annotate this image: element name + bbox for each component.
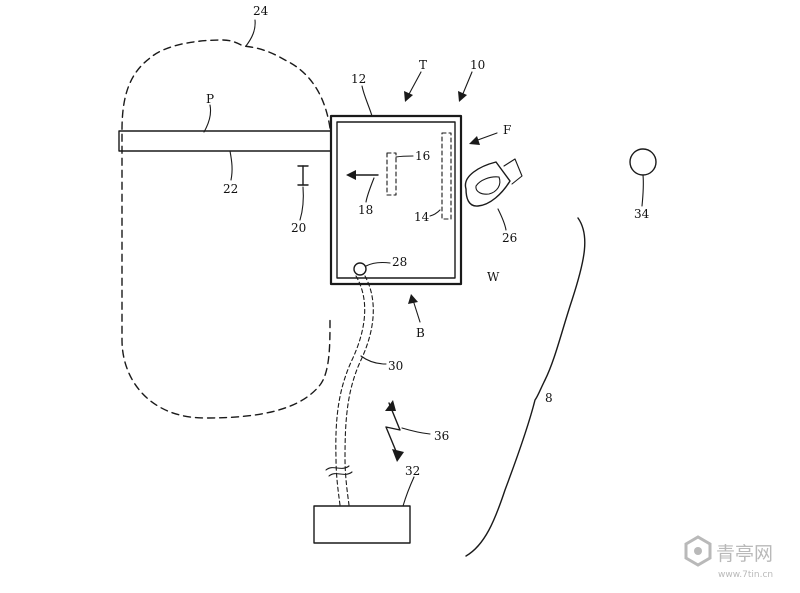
leader-18 <box>365 177 375 203</box>
cable-30-right <box>344 275 374 506</box>
leader-16 <box>395 155 414 158</box>
device-housing-12 <box>329 114 463 286</box>
component-16 <box>386 152 397 196</box>
label-34: 34 <box>634 207 650 221</box>
bracket-8 <box>465 217 586 557</box>
label-36: 36 <box>434 429 449 443</box>
label-28: 28 <box>392 255 407 269</box>
arrow-t-head <box>404 91 413 102</box>
leader-30 <box>360 355 387 365</box>
label-26: 26 <box>502 231 517 245</box>
label-30: 30 <box>388 359 403 373</box>
label-20: 20 <box>291 221 306 235</box>
cable-30-left <box>335 275 366 506</box>
arrow-18-head <box>346 170 356 180</box>
strap-band-22 <box>118 130 332 152</box>
leader-28 <box>365 261 391 267</box>
label-12: 12 <box>351 72 366 86</box>
box-32 <box>313 505 411 544</box>
leader-20 <box>299 186 304 221</box>
leader-26 <box>497 208 507 231</box>
label-10: 10 <box>470 58 485 72</box>
leader-32 <box>402 476 415 507</box>
label-8: 8 <box>545 391 553 405</box>
leader-22 <box>229 150 233 181</box>
leader-34 <box>641 174 644 207</box>
leader-12 <box>361 85 373 117</box>
component-14 <box>441 132 452 220</box>
wireless-signal-36 <box>385 402 401 457</box>
label-f: F <box>503 123 511 137</box>
leader-36 <box>401 427 431 435</box>
arrow-b-shaft <box>412 299 421 323</box>
port-28 <box>353 262 367 276</box>
leader-14 <box>429 209 441 217</box>
leader-24 <box>245 19 256 47</box>
label-b: B <box>416 326 425 340</box>
arrow-f-shaft <box>474 132 498 142</box>
arrow-b-head <box>408 294 418 304</box>
watermark-url: www.7tin.cn <box>718 570 773 580</box>
label-18: 18 <box>358 203 373 217</box>
label-p: P <box>206 92 214 106</box>
label-t: T <box>419 58 427 72</box>
wireless-signal-36-head-top <box>385 400 396 411</box>
arrow-10-head <box>458 91 467 102</box>
cable-break-mark <box>325 465 353 477</box>
watermark-brand: 青亭网 <box>716 543 773 565</box>
label-14: 14 <box>414 210 430 224</box>
wireless-signal-36-head-bottom <box>392 449 404 462</box>
watermark: 青亭网 www.7tin.cn <box>684 535 773 580</box>
label-32: 32 <box>405 464 420 478</box>
arrow-t-shaft <box>407 71 422 97</box>
label-22: 22 <box>223 182 238 196</box>
device-inner-w <box>336 121 456 279</box>
label-16: 16 <box>415 149 430 163</box>
arrow-10-shaft <box>461 71 473 97</box>
circle-34 <box>629 148 657 176</box>
finger-26 <box>464 158 523 207</box>
label-w: W <box>487 270 500 284</box>
leader-p <box>203 104 212 133</box>
watermark-logo-icon <box>684 535 712 567</box>
arrow-f-head <box>469 136 480 145</box>
label-24: 24 <box>253 4 269 18</box>
watermark-logo-dot <box>694 547 702 555</box>
dashed-outline-24 <box>121 39 331 419</box>
